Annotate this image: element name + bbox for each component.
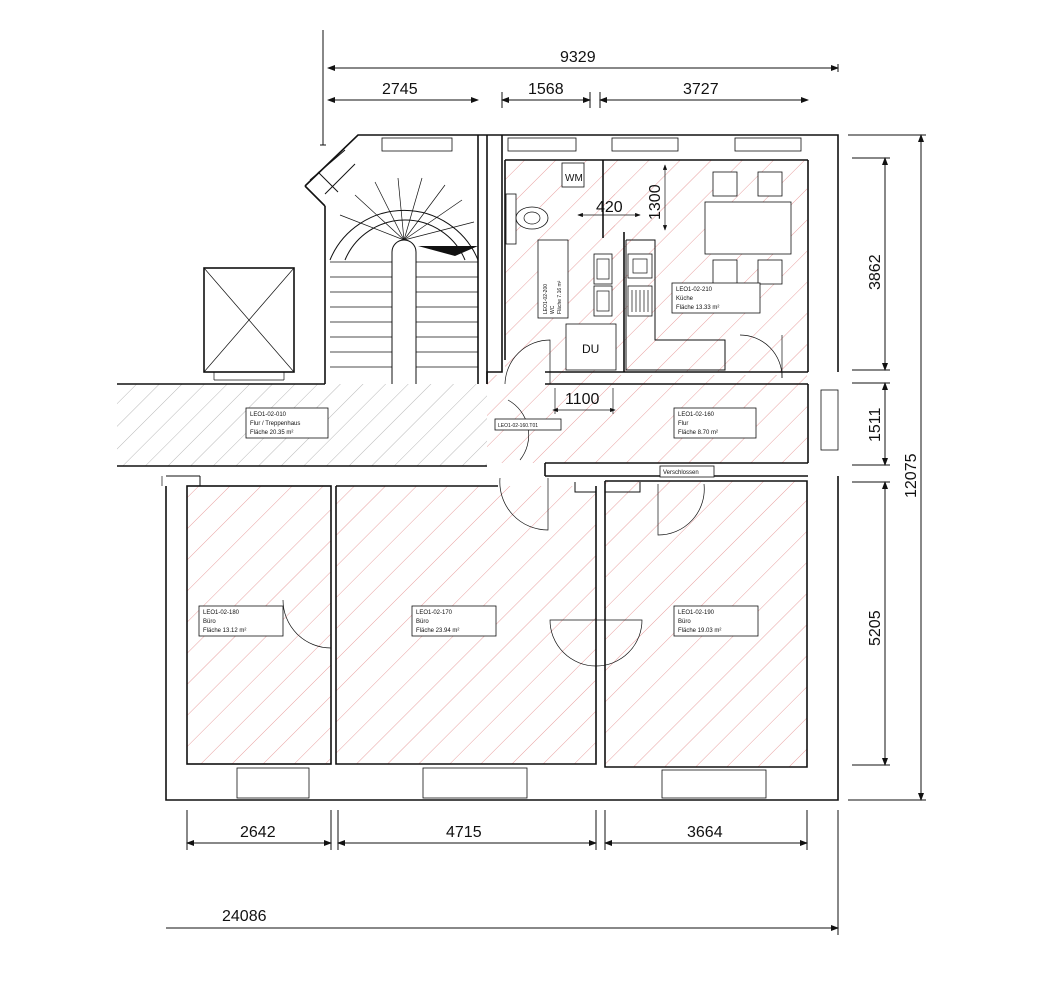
office-mid-area: Fläche 23.94 m² <box>416 628 459 634</box>
kitchen-area: Fläche 13.33 m² <box>676 305 719 311</box>
door-tag-box <box>494 418 562 431</box>
kitchen-id: LEO1-02-210 <box>676 287 713 293</box>
window-wc <box>507 137 577 152</box>
washing-machine-label: WM <box>565 173 583 184</box>
dim-bottom-2: 4715 <box>446 824 482 841</box>
windows <box>161 137 839 799</box>
office-left-id: LEO1-02-180 <box>203 610 240 616</box>
dim-inner-1100: 1100 <box>565 391 600 408</box>
office-mid-label-box <box>411 605 497 637</box>
hall-id: LEO1-02-160 <box>678 412 715 418</box>
dim-inner-420: 420 <box>596 199 623 216</box>
office-left-name: Büro <box>203 619 216 625</box>
shower <box>565 323 617 371</box>
room-labels: LEO1-02-210 Küche Fläche 13.33 m² LEO1-0… <box>198 239 761 637</box>
dim-right-total: 12075 <box>903 453 920 498</box>
door-tag-id: LEO1-02-160.T01 <box>498 423 538 429</box>
shaft <box>203 267 295 373</box>
dim-bottom-3: 3664 <box>687 824 723 841</box>
walls <box>117 134 839 801</box>
office-mid-name: Büro <box>416 619 429 625</box>
dim-bottom-1: 2642 <box>240 824 276 841</box>
toilet-tank <box>505 193 517 245</box>
stair-arrow <box>418 246 478 256</box>
dim-inner-1300: 1300 <box>647 184 664 220</box>
office-left-area: Fläche 13.12 m² <box>203 628 246 634</box>
hall-area: Fläche 8.70 m² <box>678 430 718 436</box>
dim-right-3: 5205 <box>867 610 884 646</box>
office-right-name: Büro <box>678 619 691 625</box>
window-office-right <box>661 769 767 799</box>
wc-area: Fläche 7.16 m² <box>557 280 563 314</box>
corridor-name: Flur / Treppenhaus <box>250 421 300 427</box>
office-right-area: Fläche 19.03 m² <box>678 628 721 634</box>
wc-name: WC <box>550 305 556 314</box>
office-right-label-box <box>673 605 759 637</box>
office-right-id: LEO1-02-190 <box>678 610 715 616</box>
window-kitchen-1 <box>611 137 679 152</box>
shower-label: DU <box>582 342 599 356</box>
kitchen-table <box>704 201 792 255</box>
locked-tag: Verschlossen <box>663 470 699 476</box>
toilet-bowl <box>515 206 549 230</box>
window-kitchen-2 <box>734 137 802 152</box>
window-office-mid <box>422 767 528 799</box>
corridor-id: LEO1-02-010 <box>250 412 287 418</box>
window-stair <box>381 137 453 152</box>
staircase <box>203 177 479 384</box>
corridor-area: Fläche 20.35 m² <box>250 430 293 436</box>
kitchen-label-box <box>671 282 761 314</box>
dim-right-1: 3862 <box>867 254 884 290</box>
dim-top-total: 9329 <box>560 49 596 66</box>
dim-right-2: 1511 <box>867 407 884 442</box>
washing-machine <box>561 162 585 188</box>
kitchen-name: Küche <box>676 296 694 302</box>
fixtures: WM DU <box>505 162 792 414</box>
dim-top-3: 3727 <box>683 81 719 98</box>
wc-label-box <box>537 239 569 319</box>
dimension-texts: 9329 2745 1568 3727 3862 1511 5205 12075… <box>222 49 920 925</box>
corridor-label-box <box>245 407 329 439</box>
dim-bottom-total: 24086 <box>222 908 267 925</box>
window-office-left <box>236 767 310 799</box>
office-left-label-box <box>198 605 284 637</box>
office-mid-id: LEO1-02-170 <box>416 610 453 616</box>
hall-name: Flur <box>678 421 688 427</box>
dim-top-1: 2745 <box>382 81 418 98</box>
wc-id: LEO1-02-200 <box>543 284 549 314</box>
dim-top-2: 1568 <box>528 81 564 98</box>
hall-label-box <box>673 407 757 439</box>
window-hall <box>820 389 839 451</box>
locked-tag-box <box>659 465 715 478</box>
dimension-lines <box>166 30 926 935</box>
